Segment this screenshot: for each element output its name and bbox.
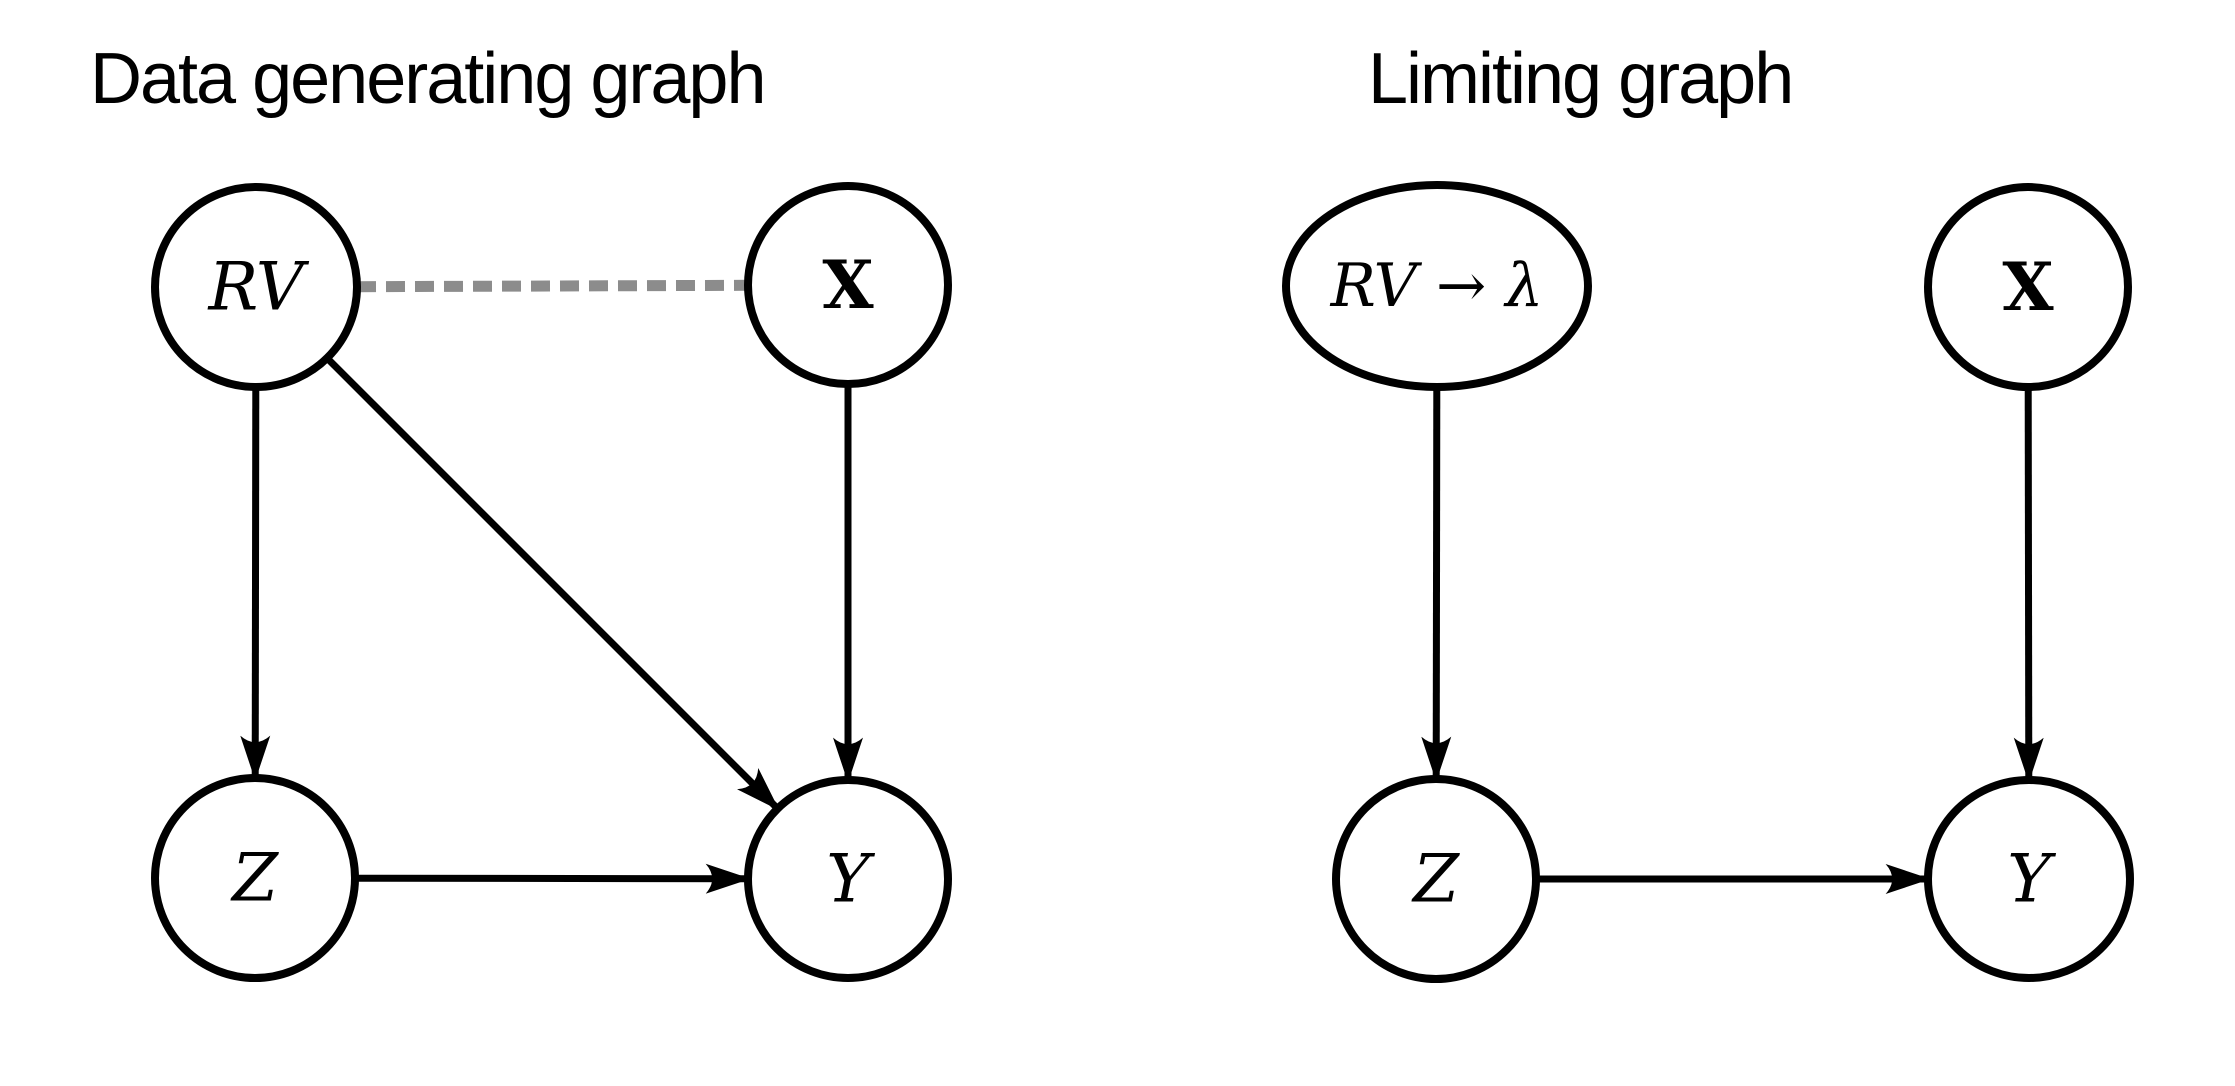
node-label-data-generating-Z: Z: [230, 840, 279, 917]
node-limiting-Z: [1332, 775, 1540, 983]
graph-limiting: RV → λ X Z Y: [1282, 181, 2134, 983]
right-graph-title: Limiting graph: [1368, 39, 1792, 119]
node-limiting-Y: [1924, 776, 2134, 982]
node-data-generating-Y: [744, 776, 952, 982]
node-data-generating-RV: [151, 183, 361, 391]
diagram-layer: RV X Z Y RV → λ X Z Y: [151, 181, 2134, 983]
node-label-data-generating-Y: Y: [826, 841, 875, 918]
node-label-data-generating-RV: RV: [207, 249, 309, 326]
edge-limiting-RV-lambda-to-Z: [1421, 386, 1452, 782]
edge-data-generating-RV-to-Z: [240, 386, 271, 781]
graph-data-generating: RV X Z Y: [151, 182, 952, 982]
edge-limiting-X-to-Y: [2013, 386, 2044, 783]
node-label-limiting-Z: Z: [1411, 841, 1460, 918]
left-graph-title: Data generating graph: [90, 39, 765, 119]
node-limiting-RV-lambda: [1282, 181, 1592, 391]
node-data-generating-X: [744, 182, 952, 388]
edge-data-generating-RV-to-Y: [324, 355, 781, 812]
node-label-limiting-X: X: [2002, 248, 2054, 326]
edge-data-generating-RV-to-X: [356, 279, 749, 293]
node-data-generating-Z: [151, 774, 359, 982]
node-limiting-X: [1924, 183, 2132, 391]
node-label-limiting-RV-lambda: RV → λ: [1330, 251, 1544, 321]
edge-data-generating-Z-to-Y: [354, 863, 751, 894]
node-label-data-generating-X: X: [822, 246, 874, 324]
node-label-limiting-Y: Y: [2007, 841, 2056, 918]
